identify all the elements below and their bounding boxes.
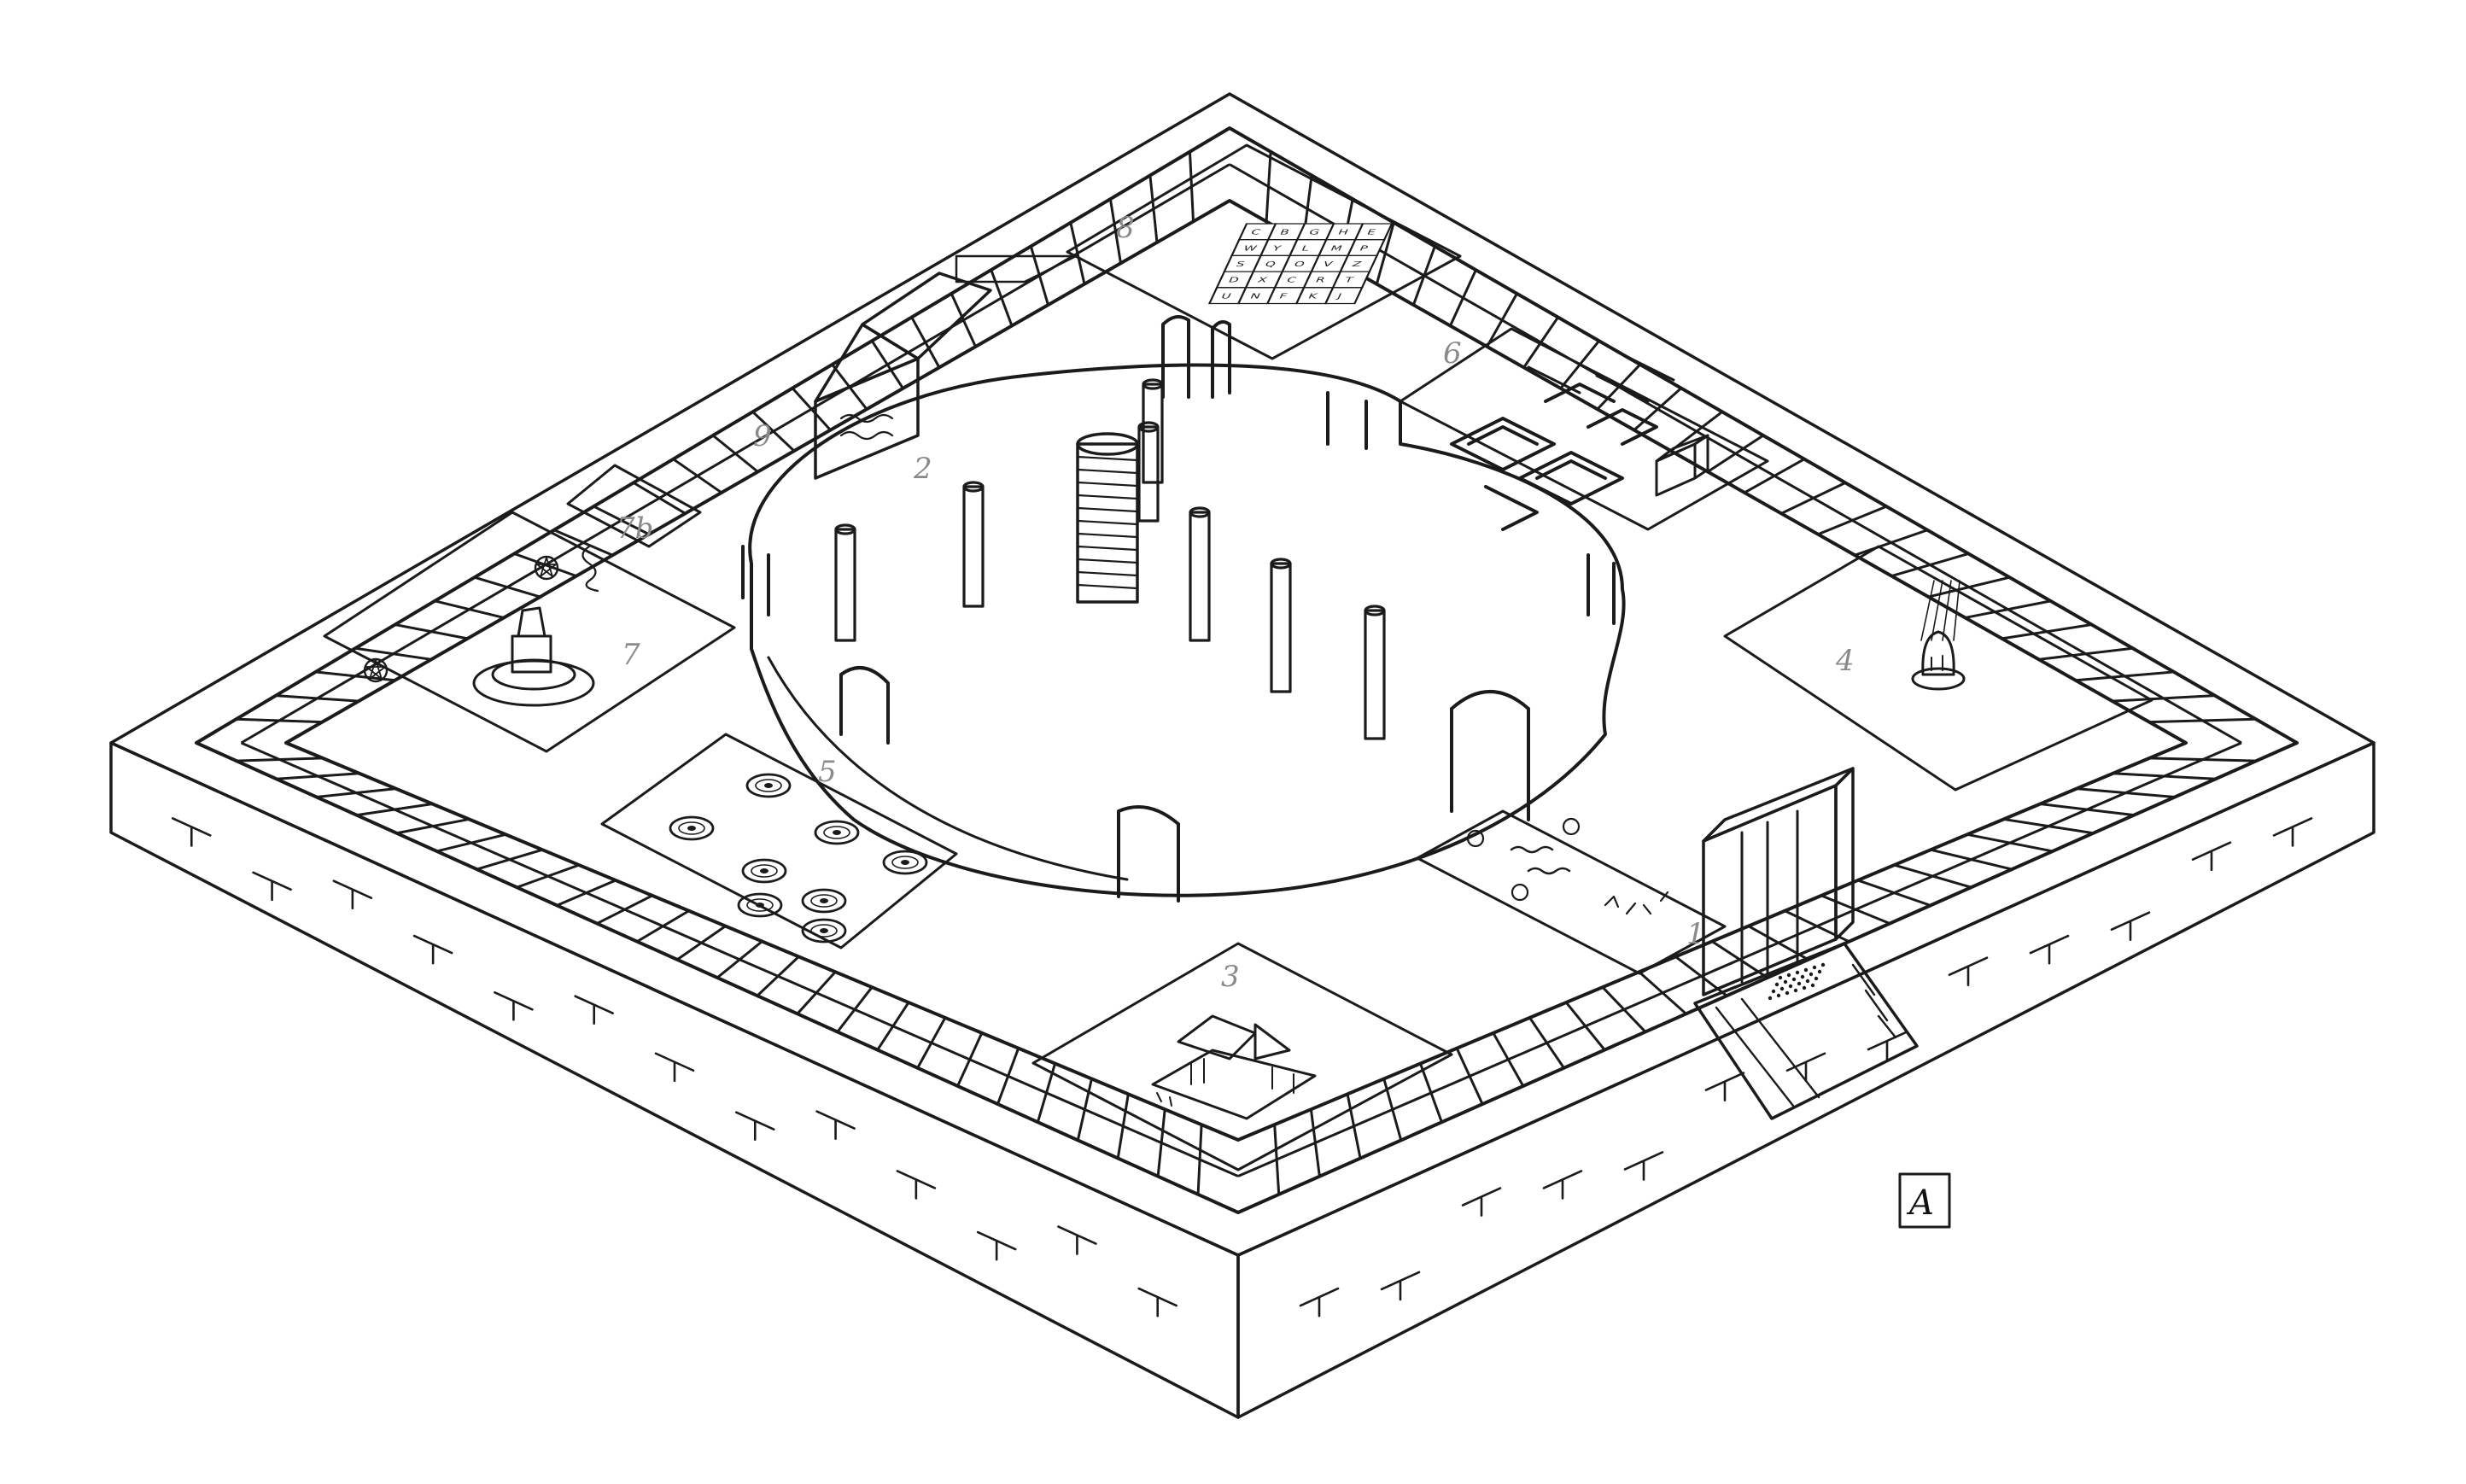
grid-letter: Y [1270,243,1283,252]
grid-letter: Q [1264,260,1278,268]
floor-disk [814,820,860,845]
treasure-chest [1655,434,1709,497]
outer-platform [109,92,2375,1419]
grid-letter: T [1342,276,1356,284]
floor-disk [882,850,928,875]
room-1-label: 1 [1686,917,1705,951]
floor-disk [801,918,847,944]
grid-letter: B [1278,228,1291,237]
grid-letter: G [1307,228,1321,237]
room-labels: 1 2 3 4 5 6 7 7b 8 9 [616,211,1855,994]
room-7b-label: 7b [616,511,653,546]
room-8-floor [1066,143,1462,360]
room-3-label: 3 [1221,960,1240,994]
pillar [1364,605,1386,740]
grid-letter: E [1365,228,1377,237]
pillar [1189,506,1211,642]
pentagram-marks [363,555,559,683]
floor-disks [669,773,928,944]
grid-letter: X [1256,276,1270,284]
maze-floor [1450,353,1675,531]
room-9-label: 9 [753,419,772,453]
floor-disk [737,892,783,918]
artist-signature: A [1898,1172,1951,1229]
lit-statue [1911,580,1966,691]
grid-letter: L [1300,243,1311,252]
hall-door-arches [741,315,1616,903]
floor-disk [801,888,847,914]
floor-disk [669,815,715,841]
room-9-stair-block [814,254,1078,480]
pillar [1137,421,1160,523]
pillar [962,481,985,608]
grid-letter: C [1249,228,1262,237]
throne-dais [472,606,595,707]
grid-letter: V [1322,260,1335,268]
room-4-label: 4 [1835,644,1855,678]
stacked-column [1076,432,1139,604]
pentagram-icon [363,657,389,683]
pentagram-icon [534,555,559,581]
grid-letter: D [1227,276,1241,284]
entrance-ramp [1693,942,1919,1120]
room-8-label: 8 [1116,211,1135,245]
grid-letter: Z [1351,260,1364,268]
grid-letter: K [1306,291,1320,300]
central-hall [748,363,1626,897]
grid-letter: M [1329,243,1344,252]
pillar [1270,558,1292,693]
room-7-floor [323,511,736,753]
pillars [834,378,1386,740]
floor-disk [745,773,792,798]
grid-letter: S [1235,260,1247,268]
grid-letter: P [1358,243,1370,252]
room-7-label: 7 [622,638,640,672]
room-5-label: 5 [818,755,837,789]
grid-letter: C [1285,276,1298,284]
grid-letter: F [1277,291,1289,300]
room-5-floor [600,733,958,949]
grid-letter: N [1248,291,1262,300]
grid-letter: R [1314,276,1328,284]
grid-letter: W [1242,243,1258,252]
entrance-gateway [1702,767,1855,1001]
grid-letter: H [1336,228,1350,237]
ruined-altar [1151,1014,1317,1120]
room-6-floor [1399,327,1769,531]
room-2-label: 2 [913,452,932,486]
floor-disk [741,858,787,884]
pillar [834,523,856,642]
grid-letter: U [1219,291,1233,300]
room-floors [323,143,2153,1171]
room-3-floor [1031,942,1453,1171]
room-7b-wire [581,545,599,593]
svg-text:A: A [1906,1183,1934,1223]
glyph-floor [1466,817,1669,915]
room-1-floor [1416,809,1727,975]
room-7b-floor [566,464,702,548]
grid-letter: O [1293,260,1307,268]
room-4-floor [1723,545,2153,792]
grid-letter: J [1335,291,1343,300]
wall-crack-marks [171,817,2313,1317]
room-6-label: 6 [1443,336,1462,371]
letter-grid: C B G H E W Y L M P S Q O V Z D X C R T U N F K J [1207,223,1394,305]
